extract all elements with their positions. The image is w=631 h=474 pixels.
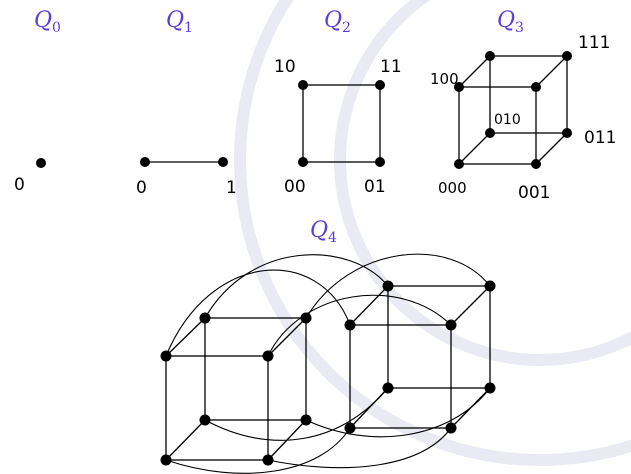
q3-node: [531, 82, 541, 92]
q4-node: [160, 454, 172, 466]
q4-arc: [267, 294, 452, 357]
watermark: [234, 0, 631, 466]
q4-node: [445, 422, 457, 434]
q1-title: Q1: [166, 8, 193, 36]
q1-node-0: [140, 157, 150, 167]
q4-node: [382, 280, 394, 292]
q4-node: [262, 350, 274, 362]
q4-arc: [267, 427, 452, 469]
q2-node-10: [298, 80, 308, 90]
q2-square: [302, 84, 381, 163]
q3-node: [562, 51, 572, 61]
q4-right-back-face: [387, 285, 491, 389]
q4-arc: [165, 427, 351, 474]
q4-node: [344, 319, 356, 331]
q2-node-11: [375, 80, 385, 90]
q4-left-back-face: [204, 317, 307, 421]
q0-title: Q0: [34, 8, 61, 36]
q3-title: Q3: [497, 8, 524, 36]
q4-node: [300, 312, 312, 324]
q2-label-10: 10: [274, 57, 296, 77]
q3-graph: 111 100 010 011 000 001: [430, 33, 616, 203]
q4-node: [344, 422, 356, 434]
q4-edge: [165, 317, 206, 357]
q4-node: [382, 382, 394, 394]
q4-node: [262, 454, 274, 466]
q3-back-face: [489, 55, 568, 134]
q4-node: [199, 312, 211, 324]
q3-label-011: 011: [584, 128, 616, 148]
q3-label-010: 010: [494, 112, 521, 128]
q4-title: Q4: [310, 218, 337, 246]
q4-node: [300, 414, 312, 426]
q4-graph: [160, 253, 496, 474]
q0-label-0: 0: [14, 175, 25, 195]
q4-arc: [204, 254, 389, 319]
q1-graph: 0 1: [136, 157, 237, 198]
q2-graph: 10 11 00 01: [274, 57, 402, 197]
q3-label-001: 001: [518, 183, 550, 203]
q4-node: [484, 280, 496, 292]
q4-node: [445, 319, 457, 331]
q3-node: [485, 51, 495, 61]
q4-right-front-face: [349, 324, 452, 429]
q3-edge: [458, 55, 491, 88]
q3-node: [562, 128, 572, 138]
q1-label-1: 1: [226, 178, 237, 198]
q2-node-01: [375, 157, 385, 167]
q0-node-0: [36, 158, 46, 168]
q3-front-face: [458, 86, 537, 165]
q4-edge: [267, 317, 307, 357]
q4-edge: [165, 419, 206, 461]
q3-edge: [535, 132, 568, 165]
q3-node: [531, 159, 541, 169]
q3-label-000: 000: [438, 179, 467, 197]
q1-label-0: 0: [136, 178, 147, 198]
q4-arc: [165, 269, 351, 357]
q3-node: [485, 128, 495, 138]
q2-label-11: 11: [380, 57, 402, 77]
q4-node: [199, 414, 211, 426]
q4-edge: [349, 285, 389, 326]
q4-node: [484, 382, 496, 394]
q4-arc: [305, 387, 491, 438]
q2-label-01: 01: [364, 177, 386, 197]
q3-node: [454, 159, 464, 169]
q4-arc: [305, 253, 491, 319]
q4-edge: [450, 285, 491, 326]
q3-label-100: 100: [430, 70, 459, 88]
q4-node: [160, 350, 172, 362]
q3-label-111: 111: [578, 33, 610, 53]
q4-arc: [204, 387, 389, 441]
q0-graph: 0: [14, 158, 46, 195]
q2-label-00: 00: [284, 177, 306, 197]
q2-title: Q2: [324, 8, 351, 36]
q1-node-1: [218, 157, 228, 167]
q3-node: [454, 82, 464, 92]
q2-node-00: [298, 157, 308, 167]
q3-edge: [535, 55, 568, 88]
q3-edge: [458, 132, 491, 165]
q4-left-front-face: [165, 355, 269, 461]
